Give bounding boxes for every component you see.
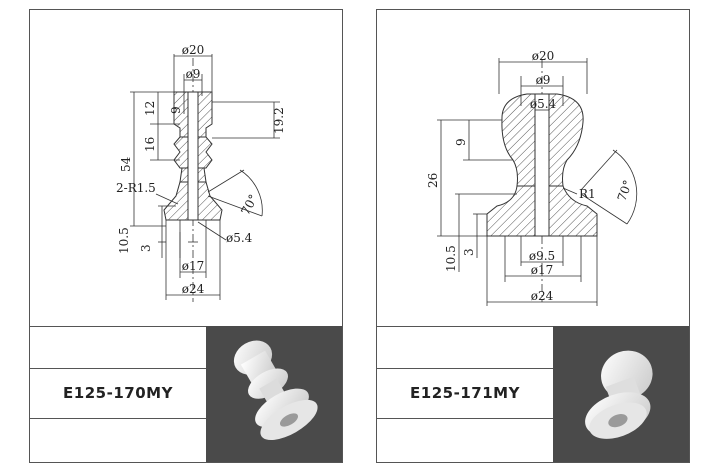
product-render-image — [585, 350, 653, 439]
dim-angle: 70° — [615, 178, 635, 203]
dim-h-19-2: 19.2 — [272, 107, 286, 134]
dim-h-10-5: 10.5 — [117, 227, 131, 254]
dim-h-3: 3 — [462, 248, 476, 256]
dim-h-10-5: 10.5 — [444, 245, 458, 272]
product-card-e125-170my: ø20 ø9 12 9 19.2 16 54 2-R1.5 70° 10.5 3… — [29, 9, 343, 463]
dim-d-17: ø17 — [182, 259, 205, 273]
dim-h-9: 9 — [454, 138, 468, 146]
dim-angle: 70° — [238, 192, 260, 217]
product-photo — [553, 326, 689, 462]
technical-drawing-e125-171my: ø20 ø9 ø5.4 9 26 R1 70° 10.5 3 ø9.5 ø17 … — [426, 49, 638, 306]
product-render-image — [233, 340, 318, 441]
dim-d-24: ø24 — [531, 289, 554, 303]
bore — [187, 91, 199, 221]
dim-d-small: ø5.4 — [530, 97, 557, 111]
product-code: E125-171MY — [410, 384, 520, 402]
divider — [377, 368, 553, 369]
product-photo — [206, 326, 342, 462]
divider — [30, 326, 206, 327]
dim-h-54: 54 — [119, 156, 133, 172]
dim-d-bore: ø9 — [536, 73, 551, 87]
divider — [377, 326, 553, 327]
divider — [377, 418, 553, 419]
technical-drawing-e125-170my: ø20 ø9 12 9 19.2 16 54 2-R1.5 70° 10.5 3… — [116, 43, 286, 302]
product-code: E125-170MY — [63, 384, 173, 402]
dim-h-9: 9 — [169, 106, 183, 114]
dim-radius: R1 — [579, 187, 596, 201]
dim-d-9-5: ø9.5 — [529, 249, 555, 263]
divider — [30, 368, 206, 369]
dim-d-bore: ø9 — [186, 67, 201, 81]
dim-radius: 2-R1.5 — [116, 181, 156, 195]
product-card-e125-171my: ø20 ø9 ø5.4 9 26 R1 70° 10.5 3 ø9.5 ø17 … — [376, 9, 690, 463]
dim-h-3: 3 — [139, 244, 153, 252]
dim-d-24: ø24 — [182, 282, 205, 296]
dim-h-16: 16 — [143, 137, 157, 152]
dim-d-small: ø5.4 — [226, 231, 253, 245]
dim-h-12: 12 — [143, 101, 157, 116]
dim-d-top: ø20 — [532, 49, 555, 63]
divider — [30, 418, 206, 419]
dim-h-26: 26 — [426, 173, 440, 188]
dim-d-17: ø17 — [531, 263, 554, 277]
bore — [534, 93, 550, 237]
dim-d-top: ø20 — [182, 43, 205, 57]
